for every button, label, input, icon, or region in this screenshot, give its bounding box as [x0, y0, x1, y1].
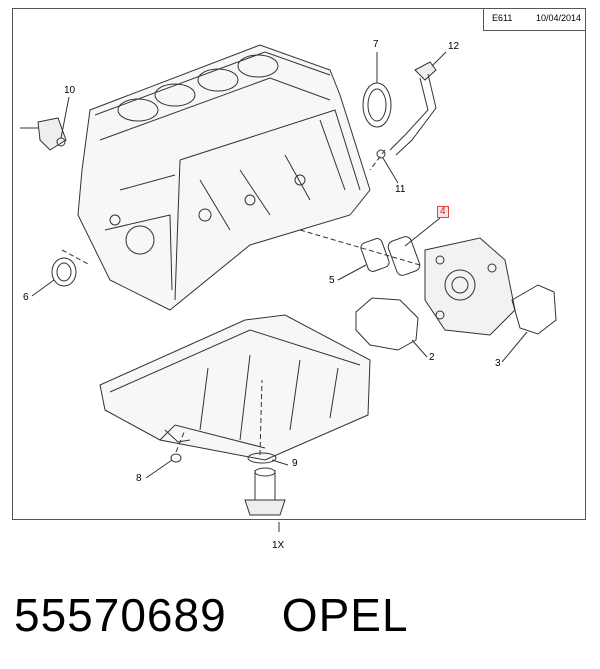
callout-7: 7	[373, 39, 379, 50]
callout-5: 5	[329, 275, 335, 286]
callout-6: 6	[23, 292, 29, 303]
brand-name: OPEL	[281, 589, 409, 641]
callout-8: 8	[136, 473, 142, 484]
quantity-label: 1X	[272, 540, 285, 551]
callout-2: 2	[429, 352, 435, 363]
callout-11: 11	[395, 184, 406, 195]
footer-part-info: 55570689 OPEL	[14, 588, 409, 642]
part-number: 55570689	[14, 589, 227, 641]
diagram-date: 10/04/2014	[536, 13, 582, 23]
diagram-code: E611	[492, 13, 513, 23]
callout-10: 10	[64, 85, 76, 96]
diagram-frame	[12, 8, 586, 520]
callout-9: 9	[292, 458, 298, 469]
water-pump-housing	[424, 237, 516, 336]
callout-12: 12	[448, 41, 460, 52]
engine-block	[77, 44, 371, 311]
oil-pan	[99, 314, 371, 461]
header-box	[483, 8, 586, 31]
callout-4-highlighted: 4	[437, 206, 449, 218]
callout-3: 3	[495, 358, 501, 369]
